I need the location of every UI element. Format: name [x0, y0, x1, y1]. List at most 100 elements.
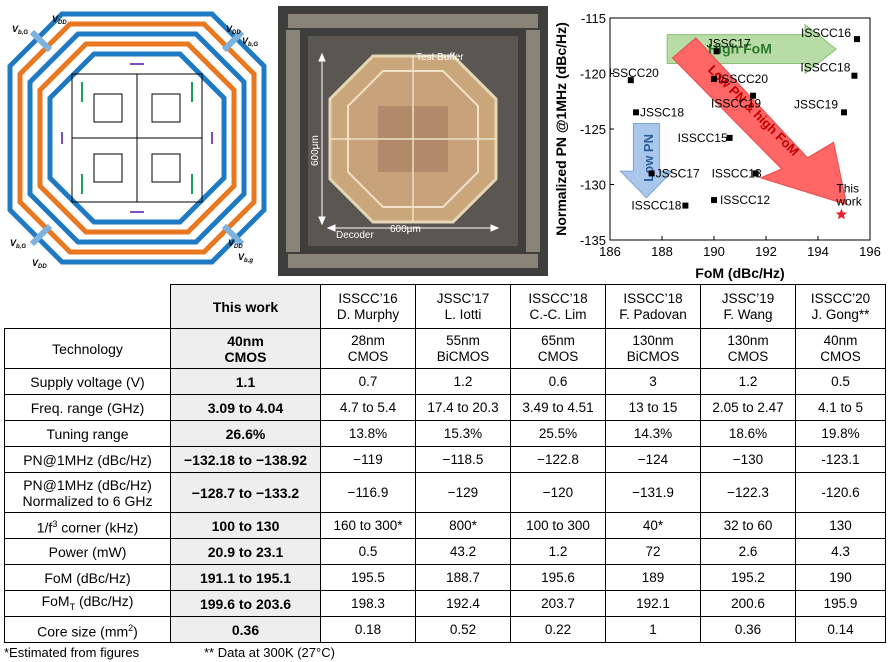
cell-line-1: 15.3% [443, 425, 483, 441]
cell-line-1: 3.09 to 4.04 [207, 399, 284, 416]
cell-reference: 4.7 to 5.4 [320, 394, 416, 421]
cell-line-1: 4.7 to 5.4 [339, 399, 397, 415]
cell-this-work: 199.6 to 203.6 [170, 590, 321, 617]
row-label-tail: ) [133, 623, 138, 640]
cell-reference: 192.1 [605, 590, 701, 617]
cell-line-1: 25.5% [538, 425, 578, 441]
dim-vertical-label: 600μm [310, 135, 321, 166]
header-line-1: JSSC’19 [721, 290, 775, 306]
high-fom-label: High FoM [708, 41, 772, 57]
header-line-1: ISSCC’16 [338, 290, 398, 306]
x-tick-label: 188 [651, 244, 673, 259]
cell-line-1: 14.3% [633, 425, 673, 441]
cell-reference: 18.6% [700, 420, 796, 447]
cell-reference: −130 [700, 446, 796, 473]
cell-line-2: CMOS [537, 348, 579, 364]
cell-line-1: 2.6 [738, 543, 758, 559]
die-photo: Test Buffer Decoder 600μm 600μm [278, 6, 548, 276]
cell-line-1: −131.9 [632, 484, 674, 500]
cell-reference: 0.22 [510, 616, 606, 643]
cell-line-1: 65nm [541, 332, 575, 348]
row-label: Supply voltage (V) [4, 368, 171, 395]
cell-line-1: −132.18 to −138.92 [184, 451, 307, 468]
cell-line-1: 192.1 [636, 595, 670, 611]
cell-line-1: 203.7 [541, 595, 575, 611]
header-line-1: JSSC’17 [436, 290, 490, 306]
test-buffer-label: Test Buffer [416, 52, 464, 63]
row-label-text: PN@1MHz (dBc/Hz) [23, 476, 152, 493]
cell-reference: −122.3 [700, 472, 796, 513]
data-point-marker [841, 109, 847, 116]
data-point-label: ISSCC18 [631, 199, 681, 213]
table-row: PN@1MHz (dBc/Hz)−132.18 to −138.92−119−1… [4, 446, 886, 473]
cell-reference: -120.6 [795, 472, 886, 513]
row-label: Freq. range (GHz) [4, 394, 171, 421]
cell-this-work: 20.9 to 23.1 [170, 538, 321, 565]
header-line-1: ISSCC’18 [623, 290, 683, 306]
cell-line-1: 0.22 [544, 621, 572, 637]
data-point-marker [851, 72, 858, 79]
row-label-text: Freq. range (GHz) [30, 399, 145, 416]
transformer-octagons [7, 11, 267, 265]
header-line-2: F. Wang [723, 306, 773, 322]
y-tick-label: -120 [580, 67, 606, 82]
cell-reference: 203.7 [510, 590, 606, 617]
row-label: Technology [4, 328, 171, 369]
row-label: Core size (mm2) [4, 616, 171, 643]
data-point-marker [711, 197, 717, 204]
cell-reference: −118.5 [415, 446, 511, 473]
cell-reference: −124 [605, 446, 701, 473]
cell-line-1: 199.6 to 203.6 [199, 595, 292, 612]
header-line-1: ISSCC’18 [528, 290, 588, 306]
cell-reference: 4.1 to 5 [795, 394, 886, 421]
cell-line-1: 190 [829, 569, 852, 585]
y-tick-label: -115 [581, 11, 606, 26]
vdd-label-tl: VDD [52, 14, 67, 26]
cell-reference: 13.8% [320, 420, 416, 447]
cell-line-1: -123.1 [821, 451, 860, 467]
cell-line-1: 20.9 to 23.1 [207, 543, 284, 560]
cell-line-1: −130 [732, 451, 764, 467]
row-label-text: PN@1MHz (dBc/Hz) [23, 451, 152, 468]
cell-reference: 130 [795, 512, 886, 539]
x-tick-label: 196 [859, 244, 881, 259]
cell-reference: 198.3 [320, 590, 416, 617]
cell-line-1: 160 to 300* [333, 517, 403, 533]
cell-line-1: 2.05 to 2.47 [712, 399, 784, 415]
cell-reference: 1.2 [700, 368, 796, 395]
x-tick-label: 186 [599, 244, 621, 259]
cell-line-1: 1.2 [453, 373, 473, 389]
vbg2-label-br: Vb,g [238, 252, 253, 264]
cell-line-1: 19.8% [821, 425, 860, 441]
data-point-label: ISSCC20 [609, 66, 659, 80]
cell-line-1: −116.9 [347, 484, 389, 500]
data-point-label: ISSCC20 [718, 72, 768, 86]
y-tick-label: -125 [580, 122, 606, 137]
cell-line-1: 32 to 60 [723, 517, 773, 533]
cell-line-1: −122.8 [537, 451, 579, 467]
cell-line-1: 1 [649, 621, 657, 637]
cell-line-1: 28nm [351, 332, 385, 348]
cell-reference: 43.2 [415, 538, 511, 565]
cell-this-work: 191.1 to 195.1 [170, 564, 321, 591]
header-line-1: ISSCC’20 [810, 290, 871, 306]
low-pn-arrow [619, 122, 674, 199]
cell-line-1: 0.36 [231, 621, 260, 638]
cell-this-work: 1.1 [170, 368, 321, 395]
cell-reference: 0.5 [320, 538, 416, 565]
cell-reference: 160 to 300* [320, 512, 416, 539]
cell-line-1: 40nm [823, 332, 858, 348]
cell-reference: 800* [415, 512, 511, 539]
cell-line-1: −118.5 [442, 451, 484, 467]
cell-line-1: 195.2 [731, 569, 765, 585]
